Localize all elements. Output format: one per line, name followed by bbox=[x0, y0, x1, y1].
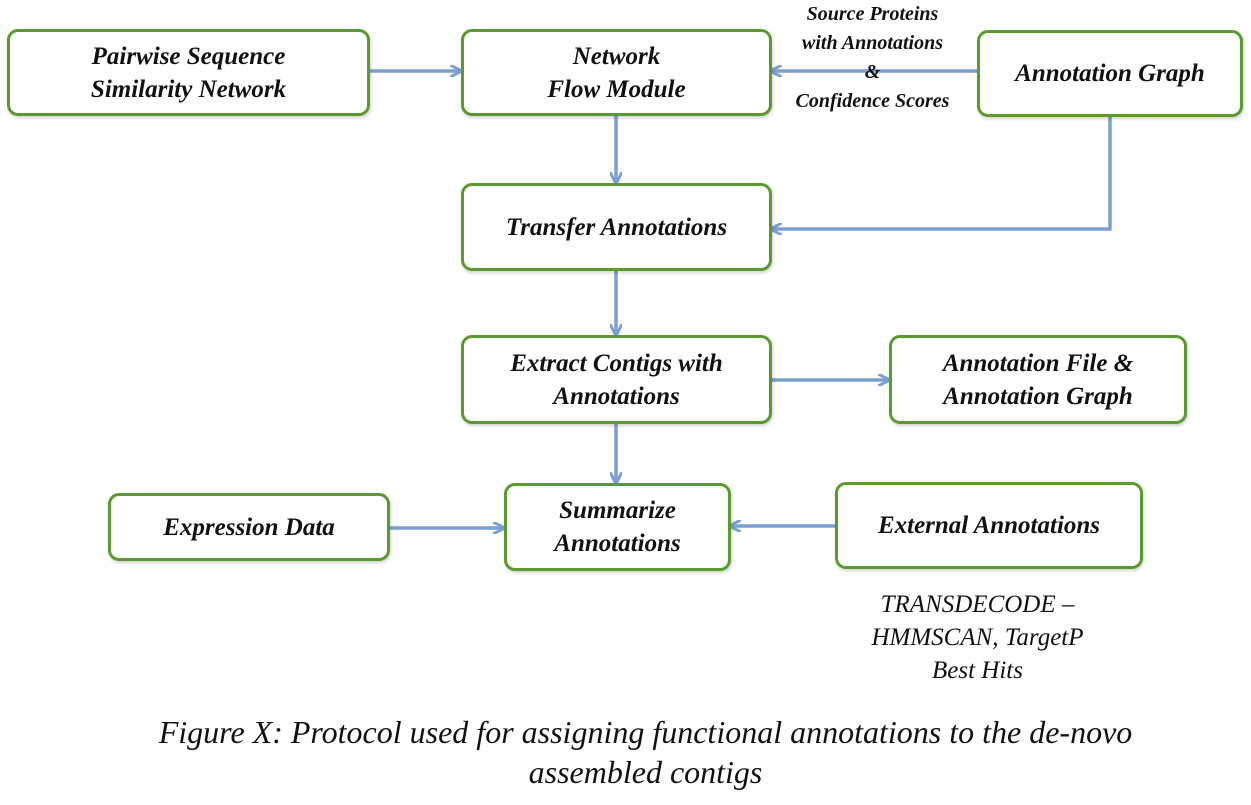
extract-contigs-node: Extract Contigs with Annotations bbox=[461, 335, 772, 424]
transfer-node-label: Transfer Annotations bbox=[505, 213, 728, 241]
figure-caption: Figure X: Protocol used for assigning fu… bbox=[158, 714, 1133, 790]
summarize-node-label: Summarize Annotations bbox=[554, 497, 681, 557]
annotation-graph-node: Annotation Graph bbox=[977, 30, 1243, 117]
expression-data-node: Expression Data bbox=[108, 493, 390, 561]
external-node-label: External Annotations bbox=[877, 512, 1101, 539]
external-annotations-node: External Annotations bbox=[835, 482, 1143, 569]
expression-node-label: Expression Data bbox=[163, 513, 335, 541]
annotation-file-node: Annotation File & Annotation Graph bbox=[889, 335, 1187, 424]
source-proteins-edge-label: Source Proteins with Annotations & Confi… bbox=[795, 3, 950, 112]
arrow-annotation-graph-to-transfer bbox=[772, 115, 1112, 229]
annotation-graph-node-label: Annotation Graph bbox=[1015, 60, 1205, 87]
transfer-annotations-node: Transfer Annotations bbox=[461, 183, 772, 271]
summarize-annotations-node: Summarize Annotations bbox=[504, 483, 731, 571]
pairwise-sequence-similarity-network-node: Pairwise Sequence Similarity Network bbox=[7, 29, 370, 116]
external-tools-note: TRANSDECODE – HMMSCAN, TargetP Best Hits bbox=[871, 591, 1084, 684]
pairwise-node-label: Pairwise Sequence Similarity Network bbox=[90, 42, 287, 103]
annotation-file-node-label: Annotation File & Annotation Graph bbox=[942, 349, 1134, 410]
network-flow-node-label: Network Flow Module bbox=[547, 42, 686, 103]
network-flow-module-node: Network Flow Module bbox=[461, 29, 772, 116]
extract-node-label: Extract Contigs with Annotations bbox=[510, 349, 723, 410]
